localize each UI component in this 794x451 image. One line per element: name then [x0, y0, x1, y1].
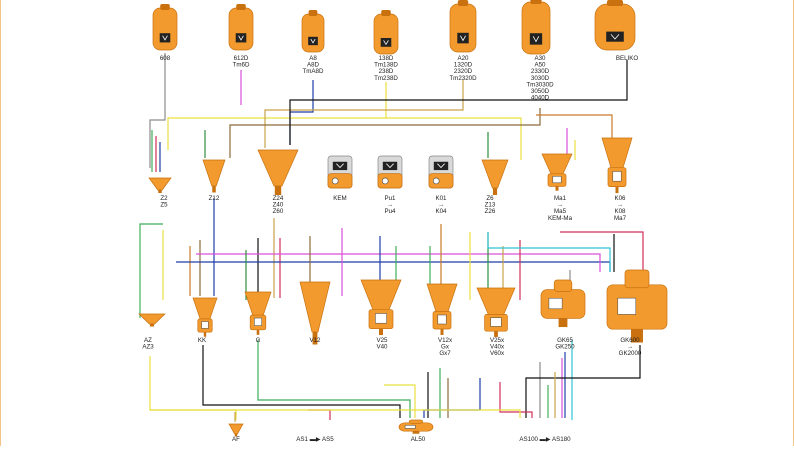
device-612d-icon — [228, 4, 254, 51]
connection-line — [229, 108, 541, 158]
device-v25-icon — [360, 279, 402, 336]
device-beliko-icon — [594, 0, 636, 51]
connection-line — [560, 231, 644, 272]
device-k01-icon — [428, 155, 454, 189]
label-af: AF — [232, 436, 240, 443]
connection-line — [384, 384, 416, 418]
device-kk-icon — [192, 297, 218, 337]
connection-line — [499, 382, 533, 418]
label-v12: V12 — [309, 337, 321, 344]
device-608-icon — [152, 4, 178, 51]
label-z12: Z12 — [209, 195, 220, 202]
device-138d-icon — [373, 10, 399, 55]
device-z2-icon — [148, 177, 172, 193]
label-608: 608 — [160, 55, 171, 62]
device-gk65-icon — [540, 279, 586, 328]
label-pu1: Pu1→Pu4 — [384, 195, 396, 215]
device-kem-icon — [327, 155, 353, 189]
device-al50-icon — [398, 419, 434, 434]
label-beliko: BELIKO — [616, 55, 639, 62]
device-v12x-icon — [426, 283, 458, 335]
label-gk600: GK600→GK2000 — [619, 337, 642, 357]
label-kem: KEM — [333, 195, 346, 202]
label-al50: AL50 — [411, 436, 426, 443]
connection-line — [202, 345, 401, 418]
device-z12-icon — [202, 159, 226, 193]
connection-line — [525, 345, 641, 418]
device-a30-icon — [521, 0, 551, 55]
connection-line — [289, 60, 628, 145]
label-as100: AS100 ▬▶ AS180 — [519, 436, 571, 443]
connection-line — [386, 117, 522, 160]
device-gk600-icon — [606, 269, 668, 343]
connection-line — [487, 232, 611, 272]
device-z6-icon — [481, 159, 509, 195]
label-kk: KK — [198, 337, 207, 344]
device-a8-icon — [301, 10, 325, 53]
label-k01: K01→K04 — [435, 195, 447, 215]
device-a20-icon — [449, 0, 477, 53]
device-v25x-icon — [476, 287, 516, 337]
label-as1: AS1 ▬▶ AS5 — [296, 436, 334, 443]
device-ma1-icon — [541, 153, 573, 191]
device-az-icon — [138, 313, 166, 327]
connection-line — [196, 253, 601, 272]
connection-line — [536, 114, 613, 138]
device-v12-icon — [299, 281, 331, 345]
device-z24-icon — [257, 149, 299, 195]
device-icons — [138, 0, 668, 437]
device-pu1-icon — [377, 155, 403, 189]
device-af-icon — [228, 423, 244, 437]
connection-line — [150, 409, 521, 418]
connection-line — [264, 80, 464, 148]
label-g: G — [256, 337, 261, 344]
device-k06-icon — [601, 137, 633, 194]
connection-line — [139, 223, 163, 318]
connection-line — [149, 53, 166, 168]
device-g-icon — [244, 291, 272, 335]
connection-line — [257, 340, 411, 418]
